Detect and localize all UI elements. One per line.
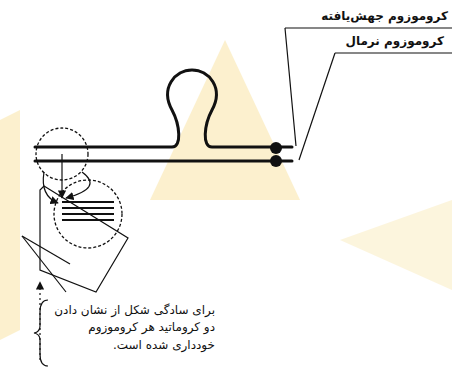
leader-line <box>299 53 335 160</box>
mutated-chromosome <box>35 70 292 147</box>
label-underline <box>335 52 452 53</box>
zoom-circle <box>54 180 122 248</box>
zoom-arrow <box>61 154 62 198</box>
zoom-arrow <box>66 172 90 198</box>
chromosome-label: کروموزوم نرمال <box>345 34 444 48</box>
leader-line <box>285 28 296 146</box>
pointer-line <box>22 236 70 264</box>
centromere <box>270 142 282 154</box>
watermark-shapes <box>0 40 452 340</box>
chromatid <box>62 207 114 209</box>
chromatid <box>62 219 114 221</box>
normal-chromosome <box>35 160 292 163</box>
pointer-line <box>22 236 66 292</box>
centromere <box>270 155 282 167</box>
curly-brace <box>34 300 48 366</box>
note-text: برای سادگی شکل از نشان دادن دو کروماتید … <box>50 302 215 354</box>
label-underline <box>285 27 452 28</box>
chromosome-label: کروموزوم جهش‌یافته <box>321 9 448 23</box>
